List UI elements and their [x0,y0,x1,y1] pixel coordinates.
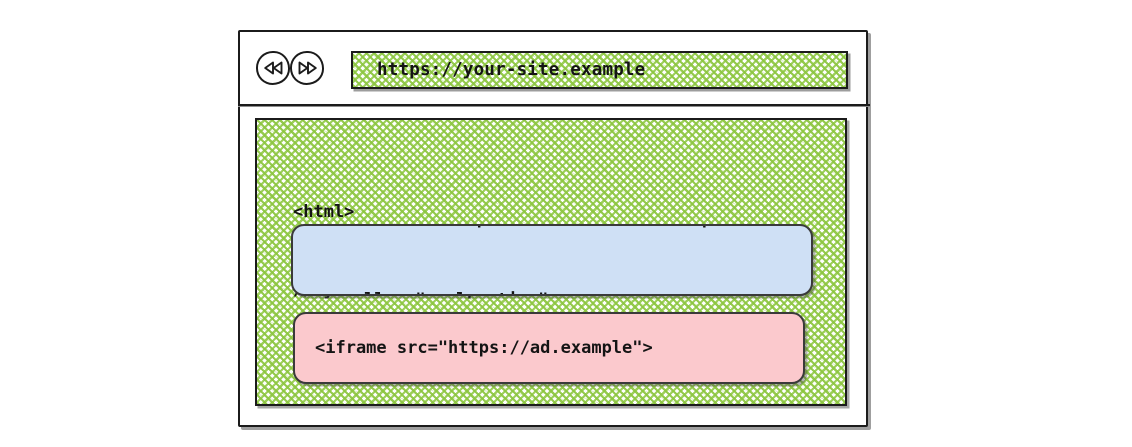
fast-forward-icon [297,61,318,75]
back-button[interactable] [256,51,290,85]
rewind-back-icon [263,61,284,75]
browser-toolbar: https://your-site.example [240,32,866,104]
ad-iframe[interactable]: <iframe src="https://ad.example"> [293,312,805,384]
ad-iframe-code: <iframe src="https://ad.example"> [295,314,653,382]
page-content-area: <html> // your-site.example code <iframe… [255,118,847,406]
trusted-iframe-code-line-2: allow="geolocation"> [313,287,743,294]
trusted-site-iframe[interactable]: <iframe src="https://trusted-site.exampl… [291,224,813,296]
trusted-iframe-code-line-1: <iframe src="https://trusted-site.exampl… [313,226,743,233]
browser-window: https://your-site.example <html> // your… [238,30,870,427]
code-line-html: <html> [293,202,355,222]
url-bar[interactable]: https://your-site.example [351,51,848,89]
trusted-site-iframe-code: <iframe src="https://trusted-site.exampl… [293,226,743,294]
forward-button[interactable] [290,51,324,85]
url-text: https://your-site.example [377,60,646,80]
ad-iframe-code-line-1: <iframe src="https://ad.example"> [315,337,653,358]
toolbar-separator [238,104,870,107]
